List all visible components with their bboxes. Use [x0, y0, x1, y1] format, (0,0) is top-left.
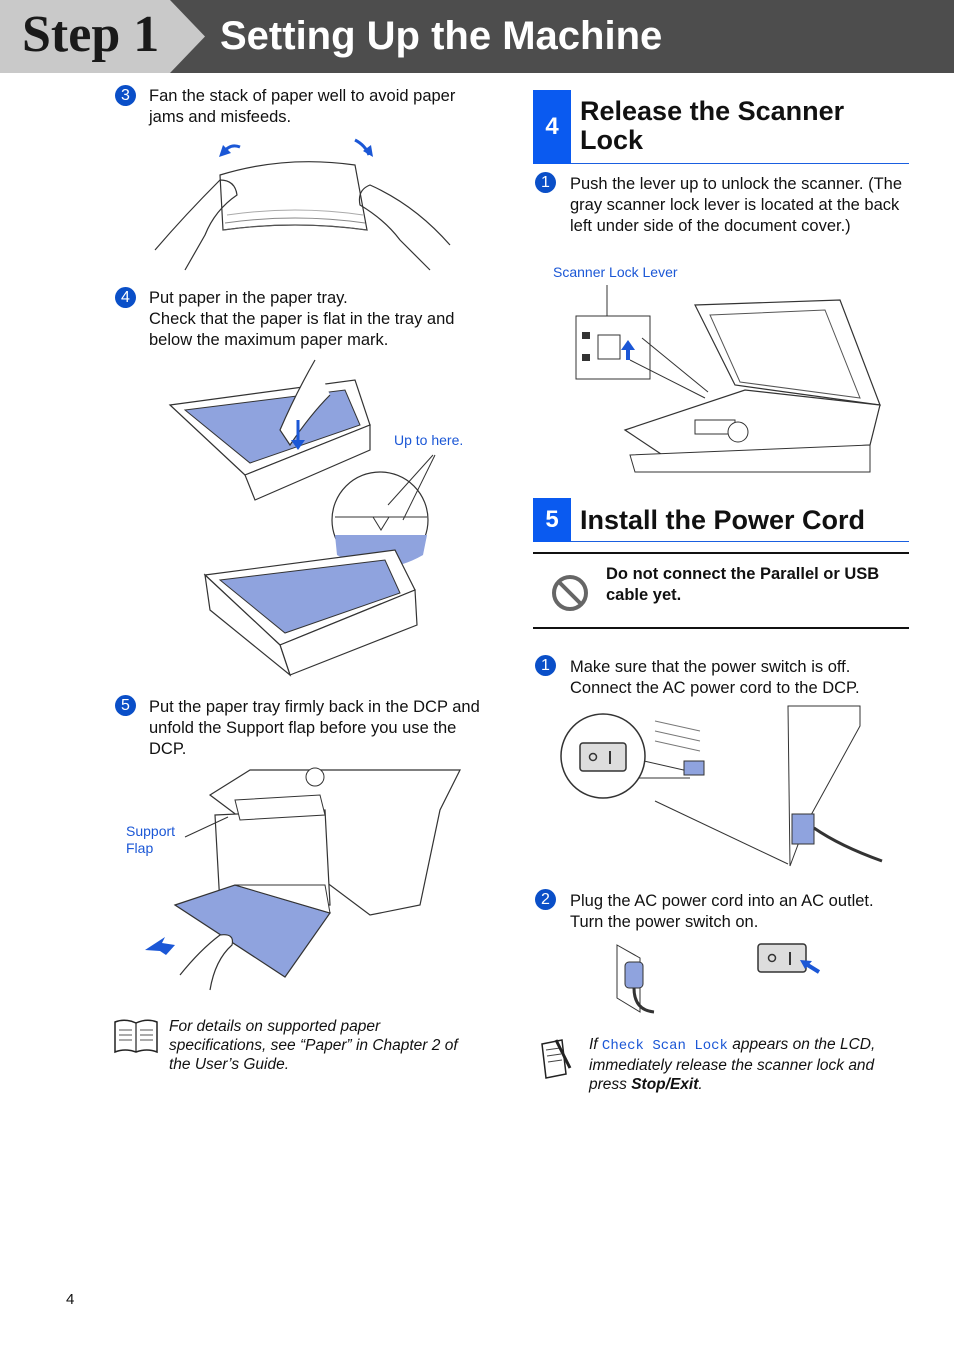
section-5-step-2-line2: Turn the power switch on.: [570, 913, 759, 931]
note-if: If: [589, 1036, 602, 1053]
step-3-text: Fan the stack of paper well to avoid pap…: [149, 87, 456, 126]
section-5-step-number-1: 1: [535, 655, 556, 676]
warning-text: Do not connect the Parallel or USB cable…: [606, 565, 880, 604]
section-4-step-number-1: 1: [535, 172, 556, 193]
step-label: Step 1: [22, 6, 160, 63]
step-number-3: 3: [115, 85, 136, 106]
section-5-step-number-2: 2: [535, 889, 556, 910]
note-end: .: [698, 1076, 703, 1093]
section-4-title-line2: Lock: [580, 125, 644, 155]
scan-lock-note: If Check Scan Lock appears on the LCD, i…: [589, 1035, 909, 1094]
section-4-number: 4: [533, 90, 571, 164]
page-title: Setting Up the Machine: [220, 14, 663, 58]
page-number: 4: [66, 1291, 75, 1308]
step-number-4: 4: [115, 287, 136, 308]
scanner-lock-lever-caption: Scanner Lock Lever: [553, 264, 678, 280]
section-5-rule: [571, 541, 909, 542]
section-5-step-1-line1: Make sure that the power switch is off.: [570, 658, 851, 676]
book-icon: [114, 1019, 158, 1054]
section-5-number: 5: [533, 498, 571, 542]
prohibited-icon: [552, 575, 588, 611]
up-to-here-caption: Up to here.: [394, 432, 464, 448]
stop-exit-key: Stop/Exit: [631, 1076, 699, 1093]
paper-tray-illustration: [168, 359, 436, 677]
step-tab: [0, 0, 205, 73]
step-5-text: Put the paper tray firmly back in the DC…: [149, 698, 480, 758]
step-4-line2: Check that the paper is flat in the tray…: [149, 310, 455, 349]
section-4-title-line1: Release the Scanner: [580, 96, 845, 126]
section-5-step-1-line2: Connect the AC power cord to the DCP.: [570, 679, 860, 697]
scanner-lock-illustration: [575, 285, 881, 473]
section-5-step-2-line1: Plug the AC power cord into an AC outlet…: [570, 892, 874, 910]
note-mid: appears on the LCD, immediately release …: [589, 1036, 876, 1093]
outlet-and-switch-illustration: [616, 943, 821, 1014]
power-switch-illustration: [560, 705, 883, 867]
step-number-5: 5: [115, 695, 136, 716]
paper-spec-note: For details on supported paper specifica…: [169, 1018, 458, 1073]
section-4-rule: [571, 163, 909, 164]
support-flap-caption-line1: Support: [126, 823, 176, 839]
section-4-step-1-text: Push the lever up to unlock the scanner.…: [570, 175, 903, 235]
support-flap-caption-line2: Flap: [126, 840, 154, 856]
warning-bottom-rule: [533, 627, 909, 629]
lcd-message: Check Scan Lock: [601, 1038, 728, 1054]
dcp-tray-insert-illustration: [145, 767, 461, 991]
fan-paper-illustration: [154, 138, 451, 271]
section-5-title: Install the Power Cord: [580, 505, 866, 535]
memo-pencil-icon: [541, 1039, 572, 1079]
step-4-line1: Put paper in the paper tray.: [149, 289, 348, 307]
warning-top-rule: [533, 552, 909, 554]
